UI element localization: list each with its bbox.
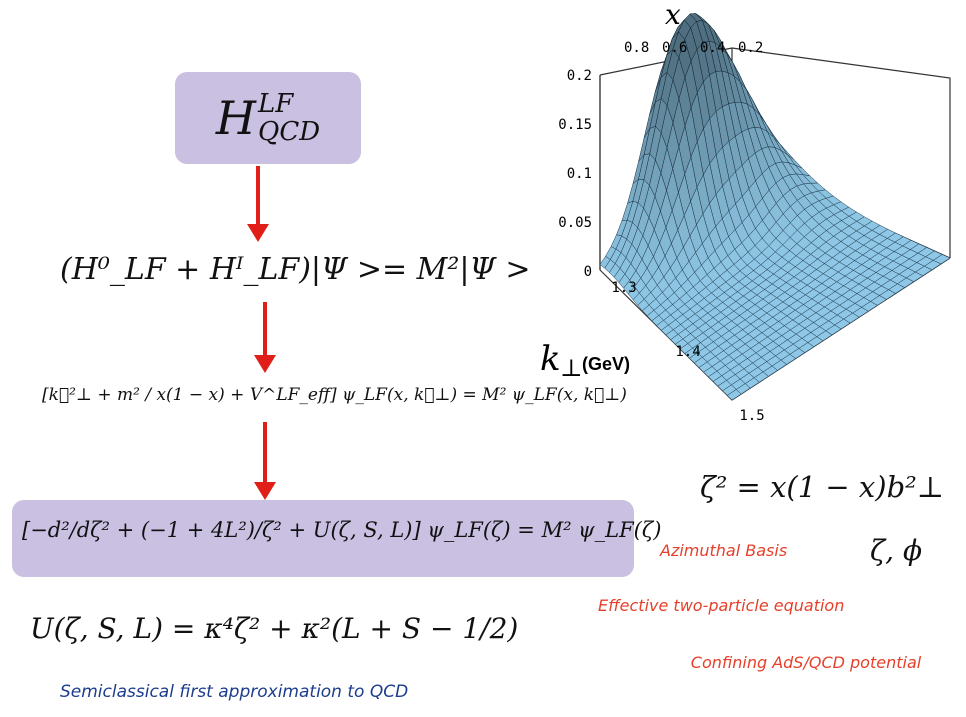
x-tick-label: 0.8 bbox=[624, 40, 649, 56]
zeta-equation: ζ² = x(1 − x)b²⊥ bbox=[700, 470, 945, 504]
z-axis-ticks: 0.2 0.15 0.1 0.05 0 bbox=[558, 68, 592, 280]
arrow-1 bbox=[247, 166, 269, 242]
surface-mesh bbox=[599, 13, 951, 401]
x-axis-title: x bbox=[665, 0, 681, 31]
potential-equation: U(ζ, S, L) = κ⁴ζ² + κ²(L + S − 1/2) bbox=[30, 612, 519, 645]
k-tick-label: 1.4 bbox=[675, 344, 700, 360]
z-tick-label: 0.1 bbox=[567, 166, 592, 182]
schrodinger-equation-box bbox=[12, 500, 634, 577]
zeta-phi-label: ζ, ϕ bbox=[870, 534, 923, 567]
x-tick-label: 0.6 bbox=[662, 40, 687, 56]
x-axis-ticks: 0.8 0.6 0.4 0.2 bbox=[624, 40, 763, 56]
surface-cell bbox=[726, 389, 742, 401]
hamiltonian-subscript: QCD bbox=[258, 117, 321, 147]
hamiltonian-superscript: LF bbox=[258, 89, 294, 119]
k-tick-label: 1.3 bbox=[611, 280, 636, 296]
k-axis-unit: (GeV) bbox=[582, 354, 630, 374]
x-tick-label: 0.2 bbox=[738, 40, 763, 56]
azimuthal-basis-label: Azimuthal Basis bbox=[660, 541, 788, 560]
confining-potential-label: Confining AdS/QCD potential bbox=[690, 653, 922, 672]
x-tick-label: 0.4 bbox=[700, 40, 725, 56]
k-axis-symbol: k bbox=[540, 339, 561, 379]
schrodinger-equation: [−d²/dζ² + (−1 + 4L²)/ζ² + U(ζ, S, L)] ψ… bbox=[22, 518, 662, 542]
z-tick-label: 0.15 bbox=[558, 117, 592, 133]
z-tick-label: 0.2 bbox=[567, 68, 592, 84]
hamiltonian-symbol: H bbox=[215, 91, 257, 145]
arrow-3 bbox=[254, 422, 276, 500]
k-axis-ticks: 1.3 1.4 1.5 bbox=[611, 280, 764, 424]
arrow-2 bbox=[254, 302, 276, 373]
z-tick-label: 0 bbox=[584, 264, 592, 280]
z-tick-label: 0.05 bbox=[558, 215, 592, 231]
effective-equation-label: Effective two-particle equation bbox=[598, 596, 845, 615]
semiclassical-caption: Semiclassical first approximation to QCD bbox=[60, 682, 409, 702]
light-front-equation: [k⃗²⊥ + m² / x(1 − x) + V^LF_eff] ψ_LF(x… bbox=[42, 385, 627, 405]
eigenvalue-equation: (H⁰_LF + Hᴵ_LF)|Ψ >= M²|Ψ > bbox=[60, 252, 531, 287]
wavefunction-surface-plot: 0.2 0.15 0.1 0.05 0 0.8 0.6 0.4 0.2 1.3 1.4 1.5 x… bbox=[540, 0, 951, 424]
k-tick-label: 1.5 bbox=[739, 408, 764, 424]
hamiltonian-box: H LF QCD bbox=[175, 72, 361, 164]
k-axis-subscript: ⊥ bbox=[560, 354, 583, 382]
